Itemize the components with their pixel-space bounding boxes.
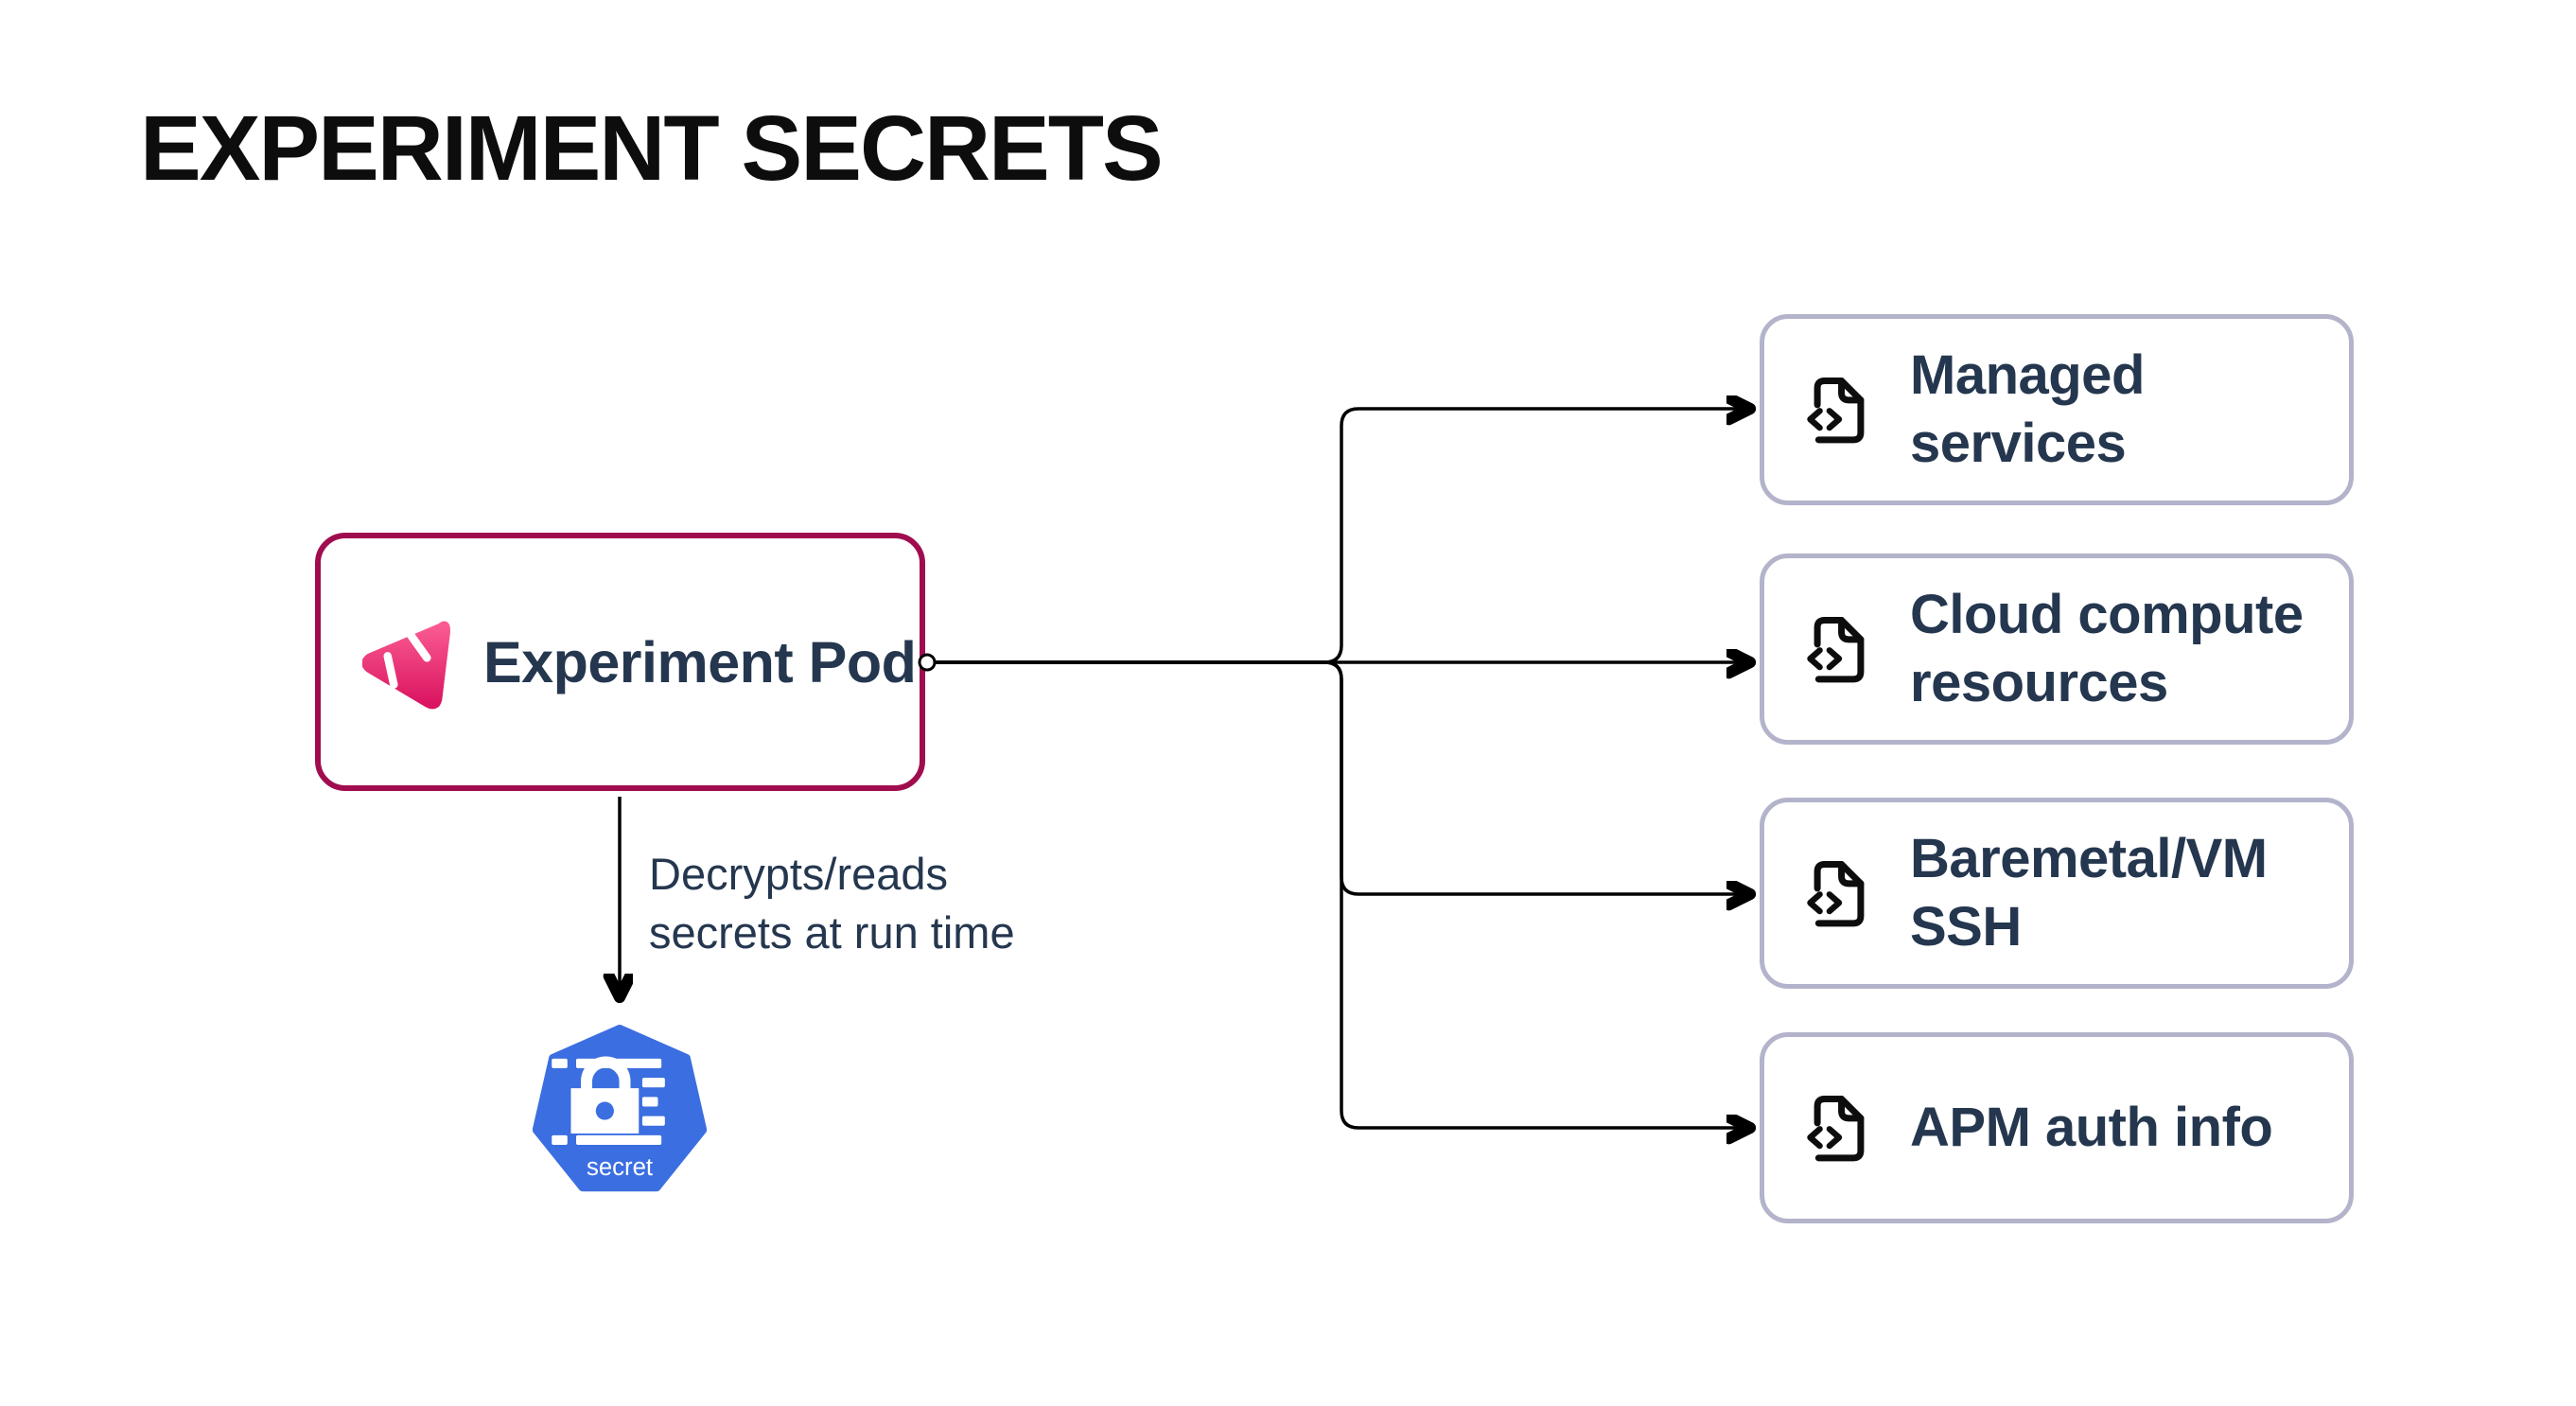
target-label: Managed services bbox=[1910, 344, 2145, 474]
arrow-pod-to-managed-services bbox=[935, 409, 1750, 664]
file-code-icon bbox=[1802, 1088, 1876, 1168]
file-code-icon bbox=[1802, 370, 1876, 449]
kubernetes-secret-icon[interactable]: secret bbox=[532, 1024, 708, 1215]
target-apm-auth-info[interactable]: APM auth info bbox=[1760, 1032, 2354, 1223]
arrow-pod-to-baremetal-ssh bbox=[935, 660, 1750, 894]
decrypts-annotation: Decrypts/reads secrets at run time bbox=[649, 849, 1015, 958]
experiment-pod-node[interactable]: Experiment Pod bbox=[315, 533, 925, 791]
file-code-icon bbox=[1802, 853, 1876, 933]
target-cloud-compute[interactable]: Cloud compute resources bbox=[1760, 554, 2354, 745]
file-code-icon bbox=[1802, 609, 1876, 689]
arrow-pod-to-apm-auth bbox=[935, 660, 1750, 1128]
page-title: EXPERIMENT SECRETS bbox=[140, 97, 1164, 200]
secret-label: secret bbox=[587, 1154, 653, 1181]
target-label: Cloud compute resources bbox=[1910, 584, 2304, 713]
target-managed-services[interactable]: Managed services bbox=[1760, 314, 2354, 505]
target-label: Baremetal/VM SSH bbox=[1910, 828, 2268, 958]
target-label: APM auth info bbox=[1910, 1097, 2273, 1159]
experiment-pod-label: Experiment Pod bbox=[483, 629, 917, 694]
experiment-pod-icon bbox=[362, 613, 452, 712]
target-baremetal-vm-ssh[interactable]: Baremetal/VM SSH bbox=[1760, 798, 2354, 989]
